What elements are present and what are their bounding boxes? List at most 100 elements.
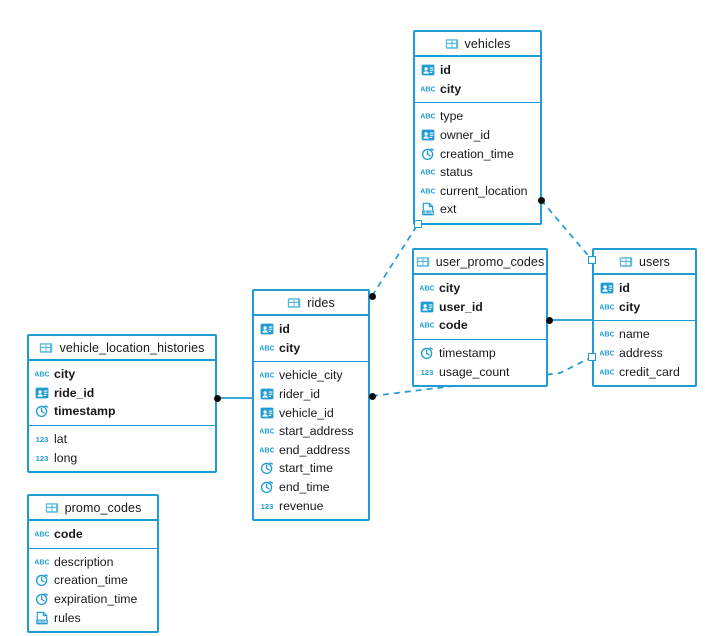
clock-icon (260, 461, 274, 475)
field-promo_codes-expiration_time[interactable]: expiration_time (29, 590, 157, 609)
field-rides-end_time[interactable]: end_time (254, 478, 368, 497)
field-vehicles-id[interactable]: id (415, 61, 540, 80)
abc-icon: ABC (35, 367, 49, 381)
field-vehicles-creation_time[interactable]: creation_time (415, 144, 540, 163)
field-label: creation_time (54, 573, 128, 588)
svg-text:ABC: ABC (600, 367, 614, 376)
relationship-endpoint-dot-rides-to-vehicles-source (368, 292, 376, 300)
field-vehicle_location_histories-ride_id[interactable]: ride_id (29, 384, 215, 403)
field-rides-start_time[interactable]: start_time (254, 459, 368, 478)
field-user_promo_codes-user_id[interactable]: user_id (414, 298, 546, 317)
abc-icon: ABC (600, 346, 614, 360)
svg-text:ABC: ABC (260, 343, 274, 352)
field-vehicle_location_histories-timestamp[interactable]: timestamp (29, 402, 215, 421)
id-card-icon (420, 300, 434, 314)
relationship-endpoint-dot-user_promo_codes-to-users-source (545, 316, 553, 324)
field-label: status (440, 165, 473, 180)
field-label: start_address (279, 424, 354, 439)
field-label: name (619, 327, 650, 342)
entity-title: rides (307, 295, 335, 310)
id-card-icon (260, 387, 274, 401)
relationship-endpoint-square-rides-to-users-target (588, 353, 596, 361)
abc-icon: ABC (35, 555, 49, 569)
entity-header-vehicle_location_histories[interactable]: vehicle_location_histories (29, 336, 215, 361)
svg-text:ABC: ABC (260, 445, 274, 454)
entity-header-rides[interactable]: rides (254, 291, 368, 316)
field-label: code (439, 318, 468, 333)
id-card-icon (260, 406, 274, 420)
id-card-icon (600, 281, 614, 295)
field-rides-id[interactable]: id (254, 320, 368, 339)
relationship-endpoint-dot-vehicle_location_histories-to-rides-source (213, 394, 221, 402)
field-users-id[interactable]: id (594, 279, 695, 298)
relationship-vehicles-to-users[interactable] (540, 199, 593, 261)
relationship-endpoint-square-rides-to-vehicles-target (414, 220, 422, 228)
svg-text:ABC: ABC (35, 557, 49, 566)
svg-text:JSON: JSON (423, 211, 434, 216)
field-label: credit_card (619, 364, 680, 379)
table-grid-icon (445, 37, 459, 51)
field-promo_codes-creation_time[interactable]: creation_time (29, 571, 157, 590)
svg-text:ABC: ABC (600, 349, 614, 358)
field-rides-end_address[interactable]: ABC end_address (254, 441, 368, 460)
field-label: vehicle_city (279, 368, 343, 383)
clock-icon (35, 573, 49, 587)
svg-text:JSON: JSON (37, 619, 48, 624)
entity-header-users[interactable]: users (594, 250, 695, 275)
table-grid-icon (287, 296, 301, 310)
abc-icon: ABC (600, 365, 614, 379)
entity-header-promo_codes[interactable]: promo_codes (29, 496, 157, 521)
field-label: timestamp (54, 404, 116, 419)
field-rides-rider_id[interactable]: rider_id (254, 385, 368, 404)
entity-header-vehicles[interactable]: vehicles (415, 32, 540, 57)
entity-header-user_promo_codes[interactable]: user_promo_codes (414, 250, 546, 275)
field-label: end_address (279, 442, 351, 457)
field-label: city (440, 81, 462, 96)
abc-icon: ABC (260, 443, 274, 457)
field-vehicles-owner_id[interactable]: owner_id (415, 126, 540, 145)
clock-icon (420, 346, 434, 360)
field-rides-vehicle_id[interactable]: vehicle_id (254, 403, 368, 422)
field-users-credit_card[interactable]: ABC credit_card (594, 362, 695, 381)
abc-icon: ABC (260, 341, 274, 355)
id-card-icon (421, 63, 435, 77)
entity-title: vehicle_location_histories (59, 340, 205, 355)
entity-title: user_promo_codes (435, 254, 545, 269)
field-user_promo_codes-timestamp[interactable]: timestamp (414, 344, 546, 363)
field-label: long (54, 450, 78, 465)
field-label: current_location (440, 183, 528, 198)
abc-icon: ABC (600, 300, 614, 314)
